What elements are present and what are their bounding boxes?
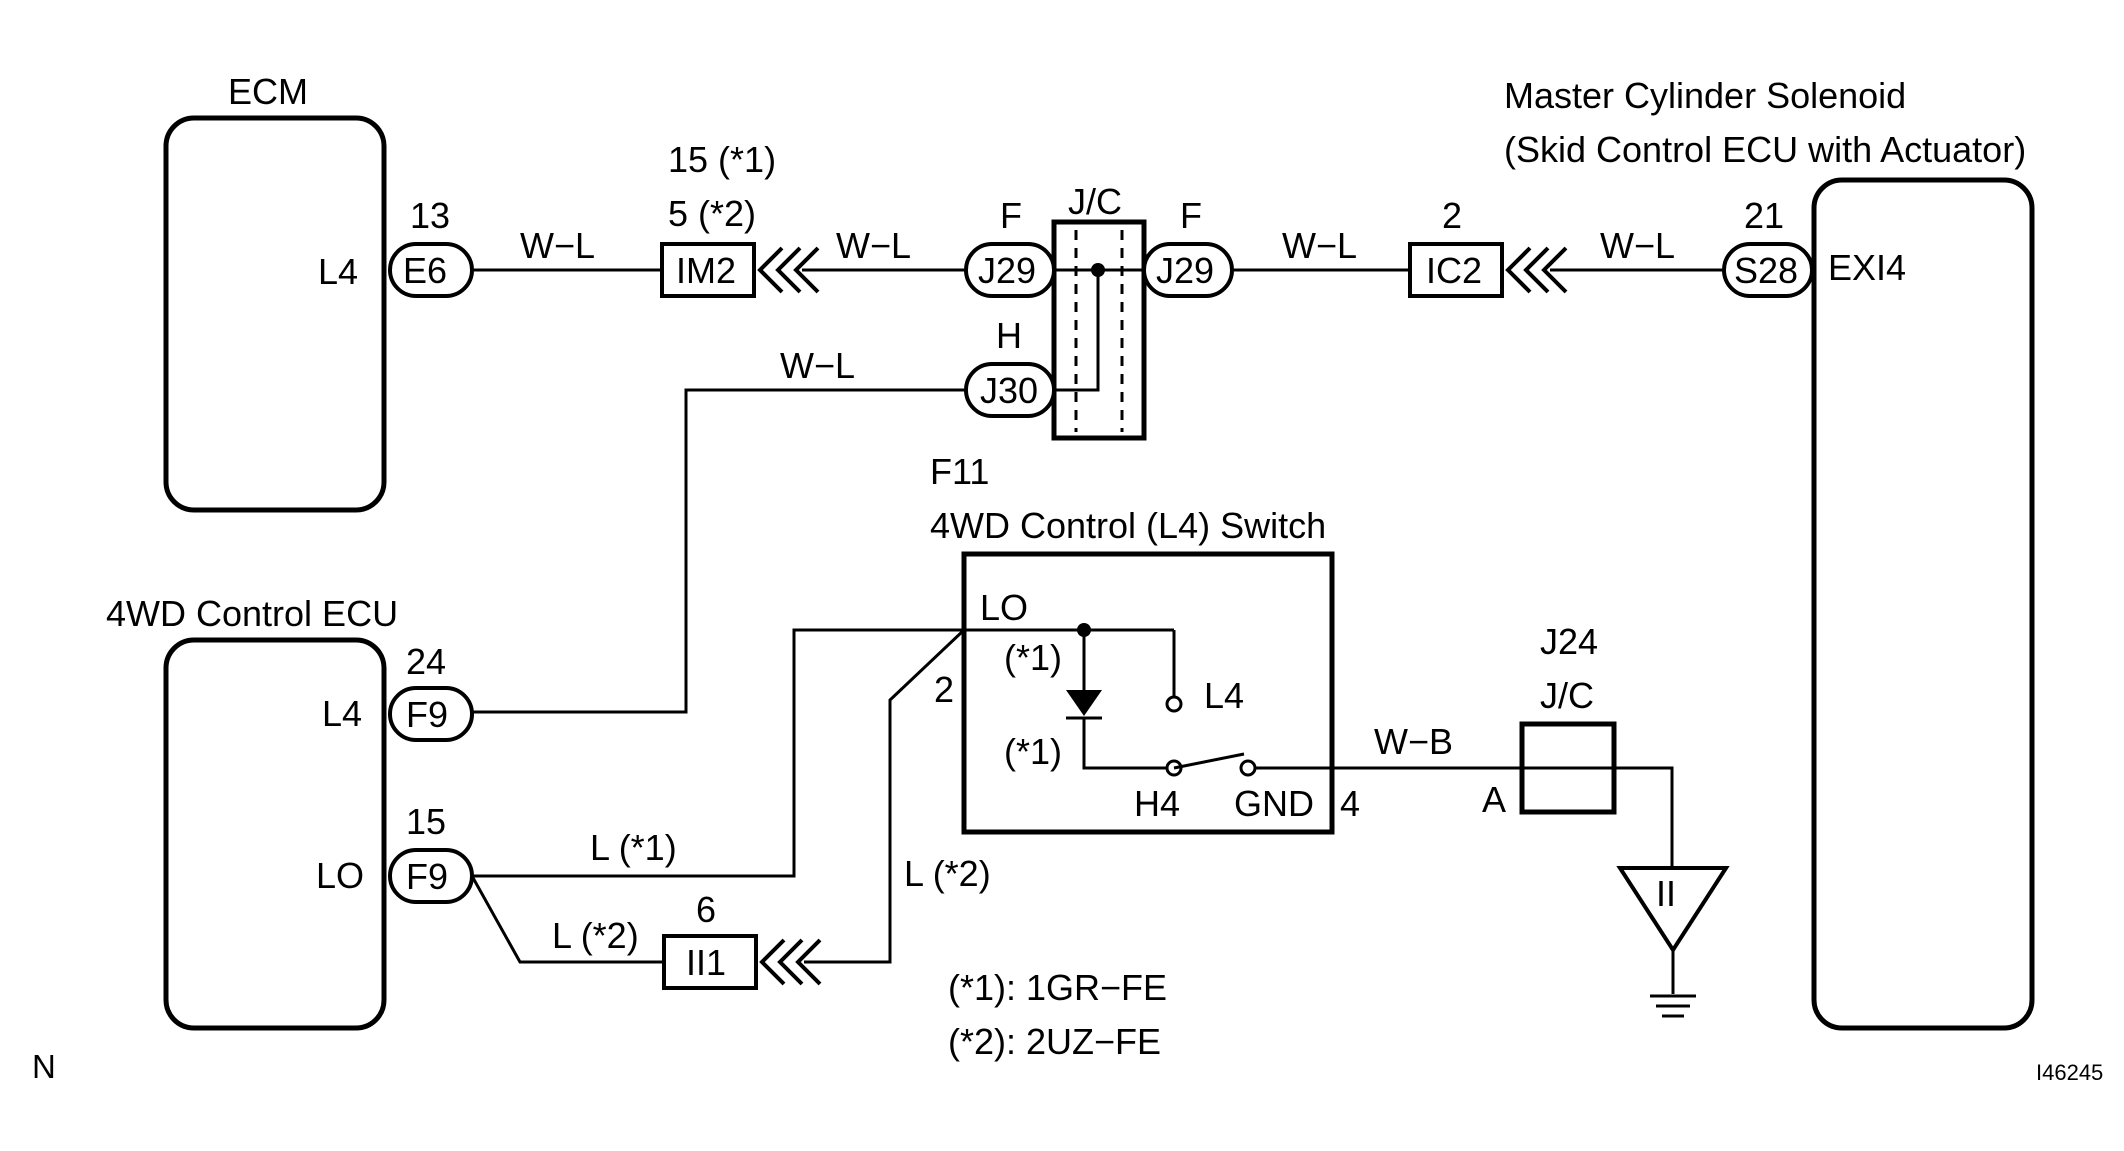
ecu-4wd-pin1-label: L4: [322, 693, 362, 734]
ecm-pin-label: L4: [318, 251, 358, 292]
im2-arrow-mark: [757, 246, 820, 294]
wire-label-ii1-switch: L (*2): [904, 853, 991, 894]
jc-left-top-connector: [964, 242, 1056, 298]
ecu-4wd-pin2-conn: F9: [406, 856, 448, 897]
legend-line1: (*1): 1GR−FE: [948, 967, 1167, 1008]
wire-label-j30-4wd: W−L: [780, 345, 855, 386]
wire-label-im2-j29: W−L: [836, 225, 911, 266]
switch-box: [961, 551, 1335, 835]
jc-left-bottom-conn-label: J30: [980, 370, 1038, 411]
corner-mark-left: N: [32, 1048, 56, 1085]
j24-pin: A: [1482, 779, 1506, 820]
ecm-pin-number: 13: [410, 195, 450, 236]
wire-ii1-switch: [804, 628, 966, 964]
jc-left-top-pin: F: [1000, 195, 1022, 236]
wire-lo-l1: [472, 628, 964, 878]
jc-left-bottom-pin: H: [996, 315, 1022, 356]
switch-diode-note1: (*1): [1004, 637, 1062, 678]
ecu-4wd-pin1-conn: F9: [406, 694, 448, 735]
switch-diode-lead-bottom: [1082, 718, 1168, 770]
switch-h4-label: H4: [1134, 783, 1180, 824]
im2-note2: 5 (*2): [668, 193, 756, 234]
ecu-4wd-connector-f9-a: [388, 686, 474, 742]
jc-main-label: J/C: [1068, 181, 1122, 222]
ecu-4wd-pin2-number: 15: [406, 801, 446, 842]
jc-main-junction-dot: [1091, 263, 1105, 277]
wire-j30-4wd: [472, 388, 966, 714]
wire-lo-l2: [470, 875, 664, 964]
wire-label-j29-ic2: W−L: [1282, 225, 1357, 266]
ground-point-triangle: [1616, 866, 1730, 954]
solenoid-title-line1: Master Cylinder Solenoid: [1504, 75, 1906, 116]
switch-l4-label: L4: [1204, 675, 1244, 716]
j24-label: J/C: [1540, 675, 1594, 716]
wire-label-ecm-im2: W−L: [520, 225, 595, 266]
jc-left-top-conn-label: J29: [978, 250, 1036, 291]
ii1-arrow-mark: [759, 938, 822, 986]
switch-diode-symbol: [1066, 690, 1102, 716]
ground-point-label: II: [1656, 873, 1676, 914]
wire-label-lo-l2: L (*2): [552, 915, 639, 956]
switch-l4-contact: [1165, 695, 1183, 713]
switch-pin4: 4: [1340, 783, 1360, 824]
ic2-pin-number: 2: [1442, 195, 1462, 236]
ic2-arrow-mark: [1505, 246, 1568, 294]
im2-connector: [660, 242, 756, 298]
switch-diode-note2: (*1): [1004, 731, 1062, 772]
ii1-label: II1: [686, 942, 726, 983]
wire-gnd-j24: [1256, 766, 1674, 868]
jc-main-box: [1051, 219, 1147, 441]
ecm-title: ECM: [228, 71, 308, 112]
jc-right-pin: F: [1180, 195, 1202, 236]
switch-title: 4WD Control (L4) Switch: [930, 505, 1326, 546]
switch-blade: [1173, 752, 1245, 770]
jc-right-conn-label: J29: [1156, 250, 1214, 291]
ecu-4wd-pin2-label: LO: [316, 855, 364, 896]
switch-gnd-contact: [1239, 759, 1257, 777]
ecu-4wd-title: 4WD Control ECU: [106, 593, 398, 634]
solenoid-pin-number: 21: [1744, 195, 1784, 236]
wire-label-gnd: W−B: [1374, 721, 1453, 762]
jc-main-branch: [1054, 270, 1100, 392]
wire-label-lo-l1: L (*1): [590, 827, 677, 868]
switch-lo-label: LO: [980, 587, 1028, 628]
wire-label-ic2-s28: W−L: [1600, 225, 1675, 266]
switch-code: F11: [930, 451, 989, 492]
figure-id: I46245: [2036, 1060, 2103, 1085]
legend-line2: (*2): 2UZ−FE: [948, 1021, 1161, 1062]
j24-code: J24: [1540, 621, 1598, 662]
im2-label: IM2: [676, 250, 736, 291]
ecu-4wd-box: [163, 637, 387, 1031]
switch-pin2: 2: [934, 669, 954, 710]
ic2-label: IC2: [1426, 250, 1482, 291]
j24-box: [1519, 721, 1617, 815]
ic2-connector: [1408, 242, 1504, 298]
solenoid-connector-label: S28: [1734, 250, 1798, 291]
ecu-4wd-pin1-number: 24: [406, 641, 446, 682]
solenoid-box: [1811, 177, 2035, 1031]
ecm-connector-label: E6: [403, 250, 447, 291]
switch-gnd-label: GND: [1234, 783, 1314, 824]
ii1-connector: [662, 934, 758, 990]
ii1-pin-number: 6: [696, 889, 716, 930]
ecm-box: [163, 115, 387, 513]
solenoid-pin-label: EXI4: [1828, 247, 1906, 288]
im2-note1: 15 (*1): [668, 139, 776, 180]
solenoid-title-line2: (Skid Control ECU with Actuator): [1504, 129, 2026, 170]
solenoid-connector-s28: [1722, 242, 1814, 298]
